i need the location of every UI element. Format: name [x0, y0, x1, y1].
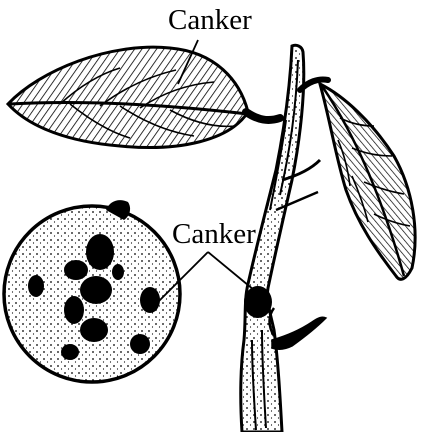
- fruit-canker-spot: [64, 296, 84, 324]
- fruit-canker-spot: [86, 234, 114, 270]
- fruit-canker-spot: [112, 264, 124, 280]
- fruit-canker-spot: [28, 275, 44, 297]
- fruit-canker-spot: [80, 276, 112, 304]
- fruit-canker-spot: [140, 287, 160, 313]
- leader-line-stem: [208, 252, 254, 290]
- fruit-canker-spot: [61, 344, 79, 360]
- fruit-canker-spot: [64, 260, 88, 280]
- right-leaf: [300, 79, 415, 279]
- left-leaf: [8, 47, 280, 147]
- fruit-canker-spot: [130, 334, 150, 354]
- canker-label-fruit-stem: Canker: [172, 220, 256, 249]
- canker-label-leaf: Canker: [168, 6, 252, 35]
- thorn: [272, 317, 326, 349]
- fruit-canker-spot: [80, 318, 108, 342]
- fruit: [4, 200, 180, 382]
